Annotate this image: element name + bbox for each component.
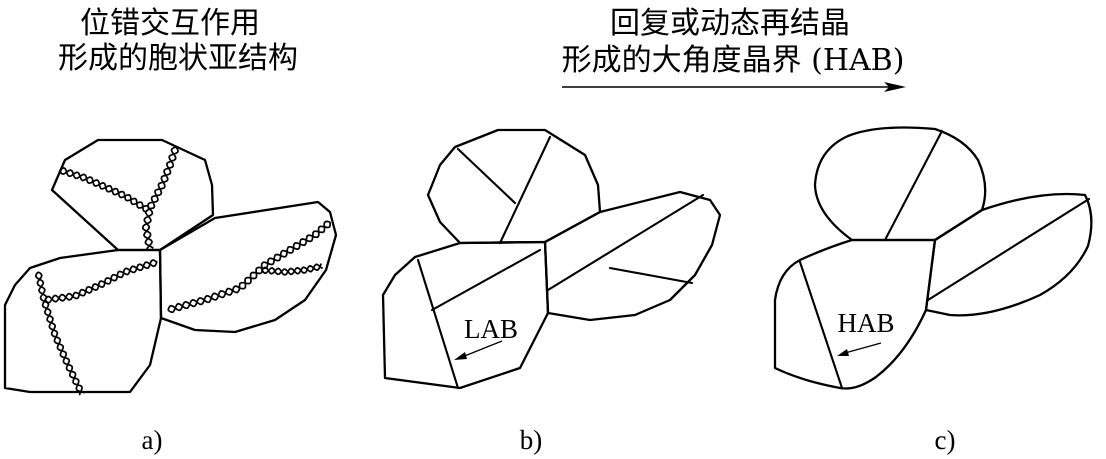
lab-pointer-head [454, 352, 467, 360]
grain-c-upper [813, 126, 987, 242]
hab-label: HAB [837, 308, 894, 338]
lab-pointer-line [461, 340, 503, 358]
lab-line [416, 258, 460, 390]
grain-c-right [924, 192, 1093, 317]
left-caption: 位错交互作用 形成的胞状亚结构 [58, 6, 298, 76]
panel-a-label: a) [142, 425, 163, 455]
dislocation-cell-wall [44, 259, 158, 304]
hab-line [926, 197, 1091, 302]
lab-line [546, 193, 705, 292]
grain-a-right [158, 200, 338, 334]
panel-b: LAB b) [381, 128, 722, 455]
left-caption-line1: 位错交互作用 [80, 6, 260, 41]
dislocation-cell-wall [261, 263, 324, 276]
grain-c-lower-left [773, 238, 937, 390]
process-arrow-head [884, 82, 906, 92]
lab-line [430, 248, 542, 312]
lab-line [456, 147, 517, 205]
grain-b-right [543, 190, 722, 322]
panel-c-label: c) [935, 425, 956, 455]
dislocation-cell-wall [35, 271, 85, 396]
dislocation-cell-wall [167, 220, 332, 314]
dislocation-cell-wall [59, 167, 150, 213]
process-caption: 回复或动态再结晶 形成的大角度晶界 (HAB) [562, 6, 905, 78]
left-caption-line2: 形成的胞状亚结构 [58, 41, 298, 76]
hab-pointer-head [837, 349, 849, 356]
process-caption-line1: 回复或动态再结晶 [610, 6, 850, 41]
process-arrow [562, 82, 906, 92]
dislocation-cell-wall [141, 146, 179, 250]
hab-pointer-line [844, 342, 882, 354]
lab-label: LAB [464, 314, 518, 344]
lab-line [498, 135, 552, 245]
panel-c: HAB c) [773, 126, 1093, 455]
hab-line [883, 129, 944, 242]
grain-a-lower-left [3, 248, 163, 394]
lab-line [608, 266, 694, 285]
grain-b-lower-left [381, 240, 550, 390]
hab-line [798, 260, 844, 390]
grain-a-upper [50, 138, 215, 252]
panel-b-label: b) [520, 425, 543, 455]
panel-a: a) [3, 138, 338, 455]
process-caption-line2: 形成的大角度晶界 (HAB) [562, 43, 905, 78]
